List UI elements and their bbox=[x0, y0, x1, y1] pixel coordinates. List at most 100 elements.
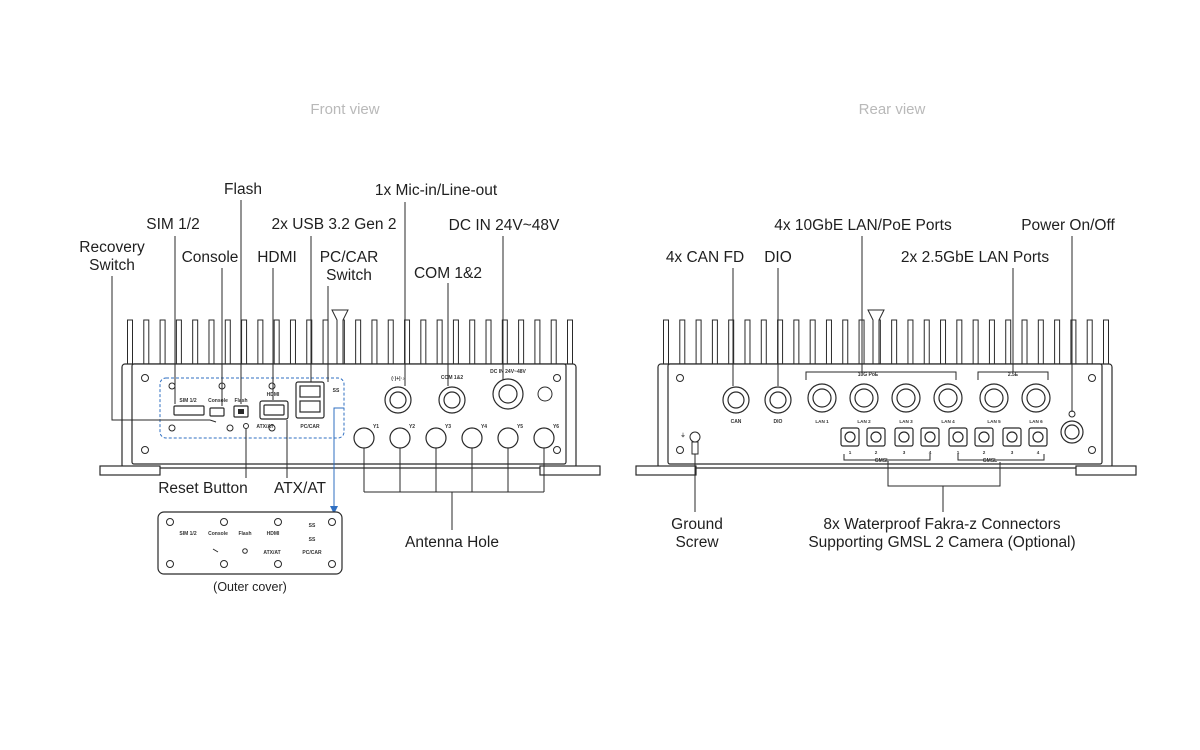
cover-usb-ss-icon: SS bbox=[309, 523, 316, 529]
heatsink-fin bbox=[273, 319, 280, 367]
fakra-connector-inner bbox=[1032, 431, 1044, 443]
heatsink-fin bbox=[452, 319, 459, 367]
fakra-number: 3 bbox=[903, 450, 906, 455]
callout-hdmi: HDMI bbox=[257, 249, 297, 266]
usb-port bbox=[299, 400, 321, 413]
callout-usb: 2x USB 3.2 Gen 2 bbox=[272, 216, 397, 233]
antenna-label: Y2 bbox=[409, 424, 415, 430]
cover-recovery-icon bbox=[212, 548, 219, 553]
dcin-connector-inner bbox=[498, 384, 518, 404]
flash-port-inner bbox=[238, 409, 244, 414]
callout-console: Console bbox=[182, 249, 239, 266]
fakra-bracket bbox=[887, 462, 1001, 487]
screw-icon bbox=[553, 374, 561, 382]
heatsink-fin bbox=[907, 319, 914, 367]
vent-plug bbox=[537, 386, 553, 402]
heatsink-fin bbox=[469, 319, 476, 367]
fakra-number: 2 bbox=[875, 450, 878, 455]
recovery-leader bbox=[111, 276, 210, 421]
cover-label-sim: SIM 1/2 bbox=[179, 531, 196, 537]
front-callout-lines bbox=[111, 200, 545, 530]
callout-antenna: Antenna Hole bbox=[405, 534, 499, 551]
lan-connector-inner bbox=[896, 388, 916, 408]
fakra-number: 3 bbox=[1011, 450, 1014, 455]
callout-lan-poe: 4x 10GbE LAN/PoE Ports bbox=[774, 217, 952, 234]
lan-label: LAN 4 bbox=[941, 419, 955, 424]
cover-label-hdmi: HDMI bbox=[267, 531, 280, 537]
antenna-hole bbox=[425, 427, 447, 449]
front-foot-right bbox=[539, 465, 601, 476]
panel-label-dio: DIO bbox=[774, 419, 783, 425]
screw-icon bbox=[268, 382, 276, 390]
front-view-title: Front view bbox=[310, 101, 379, 118]
callout-atx: ATX/AT bbox=[274, 480, 326, 497]
front-foot-left bbox=[99, 465, 161, 476]
panel-label-poe: 10G PoE bbox=[858, 372, 879, 378]
ground-icon: ⏚ bbox=[680, 432, 685, 439]
heatsink-fin bbox=[192, 319, 199, 367]
screw-icon bbox=[166, 560, 174, 568]
screw-icon bbox=[328, 518, 336, 526]
callout-com: COM 1&2 bbox=[414, 265, 482, 282]
heatsink-fin bbox=[923, 319, 930, 367]
antenna-label: Y6 bbox=[553, 424, 559, 430]
callout-flash: Flash bbox=[224, 181, 262, 198]
heatsink-fin bbox=[988, 319, 995, 367]
screw-icon bbox=[168, 382, 176, 390]
cover-usb-ss-icon: SS bbox=[309, 537, 316, 543]
ground-screw-shaft bbox=[691, 441, 699, 455]
heatsink-fin bbox=[436, 319, 443, 367]
panel-label-gmsl-1: GMSL bbox=[875, 458, 889, 464]
heatsink-fin bbox=[224, 319, 231, 367]
outer-cover-arrow-icon bbox=[330, 506, 338, 514]
fakra-connector-inner bbox=[870, 431, 882, 443]
callout-ground-line2: Screw bbox=[675, 534, 719, 551]
callout-power: Power On/Off bbox=[1021, 217, 1115, 234]
rear-foot-left bbox=[635, 465, 697, 476]
screw-icon bbox=[166, 518, 174, 526]
heatsink-fin bbox=[550, 319, 557, 367]
fakra-number: 4 bbox=[1037, 450, 1040, 455]
lan-connector-inner bbox=[812, 388, 832, 408]
heatsink-fin bbox=[663, 319, 669, 367]
can-connector-inner bbox=[727, 391, 745, 409]
heatsink-fin bbox=[567, 319, 573, 367]
fakra-number: 4 bbox=[929, 450, 932, 455]
front-device: SIM 1/2 Console Flash HDMI ATX/AT PC/CAR… bbox=[99, 309, 601, 476]
callout-reset: Reset Button bbox=[158, 480, 248, 497]
gmsl-bracket-2 bbox=[957, 454, 1045, 461]
screw-icon bbox=[1088, 446, 1096, 454]
panel-label-console: Console bbox=[208, 398, 228, 404]
heatsink-fin bbox=[1021, 319, 1028, 367]
heatsink-fin bbox=[241, 319, 248, 367]
heatsink-fin bbox=[793, 319, 800, 367]
front-heatsink-fins bbox=[127, 309, 573, 367]
callout-pccar-line1: PC/CAR bbox=[320, 249, 379, 266]
usb-port bbox=[299, 385, 321, 398]
console-port bbox=[209, 407, 225, 417]
heatsink-fin bbox=[485, 319, 492, 367]
panel-label-can: CAN bbox=[731, 419, 742, 425]
heatsink-fin bbox=[760, 319, 767, 367]
hdmi-port-inner bbox=[263, 404, 285, 416]
callout-sim: SIM 1/2 bbox=[146, 216, 199, 233]
heatsink-fin bbox=[842, 319, 849, 367]
callout-recovery-line1: Recovery bbox=[79, 239, 145, 256]
screw-icon bbox=[676, 446, 684, 454]
fakra-connector-inner bbox=[924, 431, 936, 443]
heatsink-center-tab bbox=[867, 309, 885, 365]
gmsl-bracket-1 bbox=[843, 454, 931, 461]
lan-connector-inner bbox=[938, 388, 958, 408]
callout-fakra-line1: 8x Waterproof Fakra-z Connectors bbox=[823, 516, 1060, 533]
fakra-connector-inner bbox=[898, 431, 910, 443]
heatsink-fin bbox=[159, 319, 166, 367]
cover-label-flash: Flash bbox=[238, 531, 251, 537]
heatsink-fin bbox=[420, 319, 427, 367]
mic-connector-inner bbox=[389, 391, 407, 409]
screw-icon bbox=[268, 424, 276, 432]
heatsink-fin bbox=[711, 319, 718, 367]
recovery-switch-icon bbox=[209, 419, 217, 423]
antenna-label: Y3 bbox=[445, 424, 451, 430]
panel-label-com: COM 1&2 bbox=[441, 375, 463, 381]
heatsink-fin bbox=[1086, 319, 1093, 367]
